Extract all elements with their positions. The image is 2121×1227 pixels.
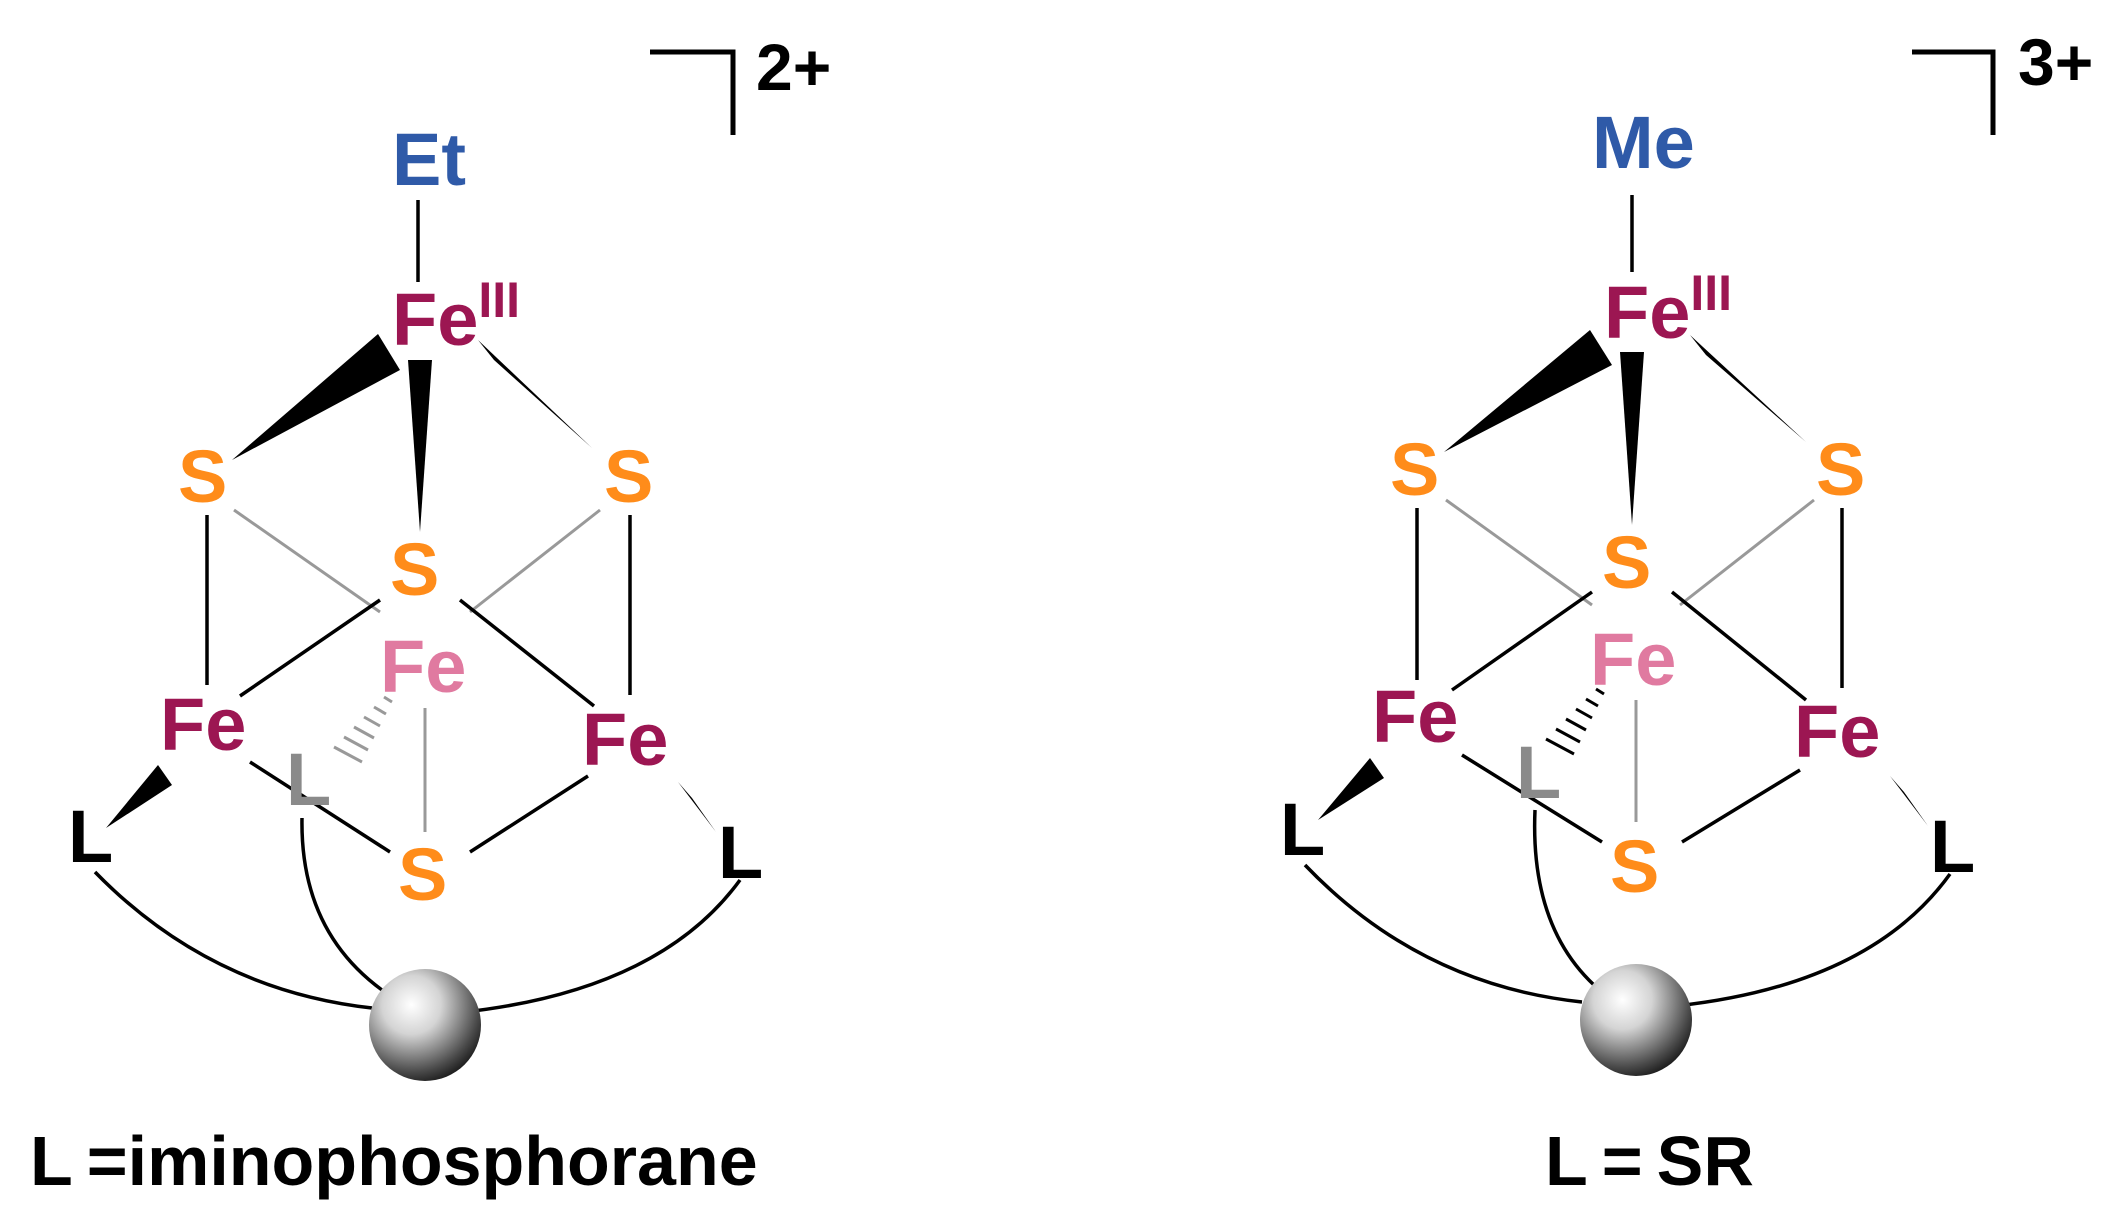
ligand-tether [1532,809,1596,987]
wedge-bond-s-left [232,334,400,460]
fe-right-label: Fe [1794,690,1880,773]
bond [1461,753,1603,844]
fe-back-label: Fe [1590,618,1676,701]
alkyl-label: Et [392,118,466,201]
ligand-caption: L = SR [1545,1122,1754,1200]
wedge-bond-l-right [1890,776,1928,826]
apical-fe-label: FeIII [1604,265,1732,354]
ligand-back-label: L [1516,731,1561,814]
sulfur-right-label: S [1816,428,1865,511]
fe-right-label: Fe [582,698,668,781]
sulfur-bottom-label: S [398,833,447,916]
left-cluster: 2+ [30,30,831,1200]
back-bond [469,508,601,614]
wedge-bond-l-left [106,765,172,828]
bond [1450,590,1594,692]
ligand-tether [1675,872,1952,1008]
wedge-bond-l-left [1318,758,1384,820]
ligand-back-label: L [286,738,331,821]
wedge-bond-s-right [478,340,592,448]
ligand-left-label: L [1280,788,1325,871]
ligand-tether [300,817,384,992]
anchor-sphere [1580,964,1692,1076]
apical-fe-label: FeIII [392,272,520,361]
anchor-sphere [369,969,481,1081]
fe-left-label: Fe [1372,675,1458,758]
sulfur-center-label: S [1602,521,1651,604]
wedge-bond-s-center [1620,352,1644,525]
ligand-caption: L =iminophosphorane [30,1122,758,1200]
ligand-right-label: L [1930,805,1975,888]
back-bond [1445,498,1593,607]
back-bond [1679,498,1815,607]
right-cluster: 3+ [1280,25,2093,1200]
wedge-bond-l-right [678,782,716,832]
hashed-bond [1545,687,1605,756]
fe-back-label: Fe [380,625,466,708]
alkyl-label: Me [1592,101,1695,184]
ligand-right-label: L [718,811,763,894]
charge-label: 3+ [2018,25,2093,99]
bond [1670,590,1808,702]
wedge-bond-s-right [1690,335,1806,442]
sulfur-left-label: S [178,435,227,518]
ligand-tether [93,870,373,1010]
wedge-bond-s-center [408,360,432,532]
bond [239,598,381,698]
bond [1681,768,1801,844]
bond [249,760,391,854]
bond [469,774,589,854]
ligand-tether [464,878,742,1014]
bond [458,598,596,708]
fe-left-label: Fe [160,683,246,766]
sulfur-center-label: S [390,528,439,611]
back-bond [233,508,381,614]
sulfur-right-label: S [604,435,653,518]
hashed-bond [333,695,393,764]
ligand-left-label: L [68,795,113,878]
charge-bracket [1912,49,1996,135]
wedge-bond-s-left [1444,330,1612,452]
sulfur-left-label: S [1390,428,1439,511]
sulfur-bottom-label: S [1610,825,1659,908]
charge-bracket [650,49,736,135]
charge-label: 2+ [756,30,831,104]
ligand-tether [1303,863,1583,1004]
